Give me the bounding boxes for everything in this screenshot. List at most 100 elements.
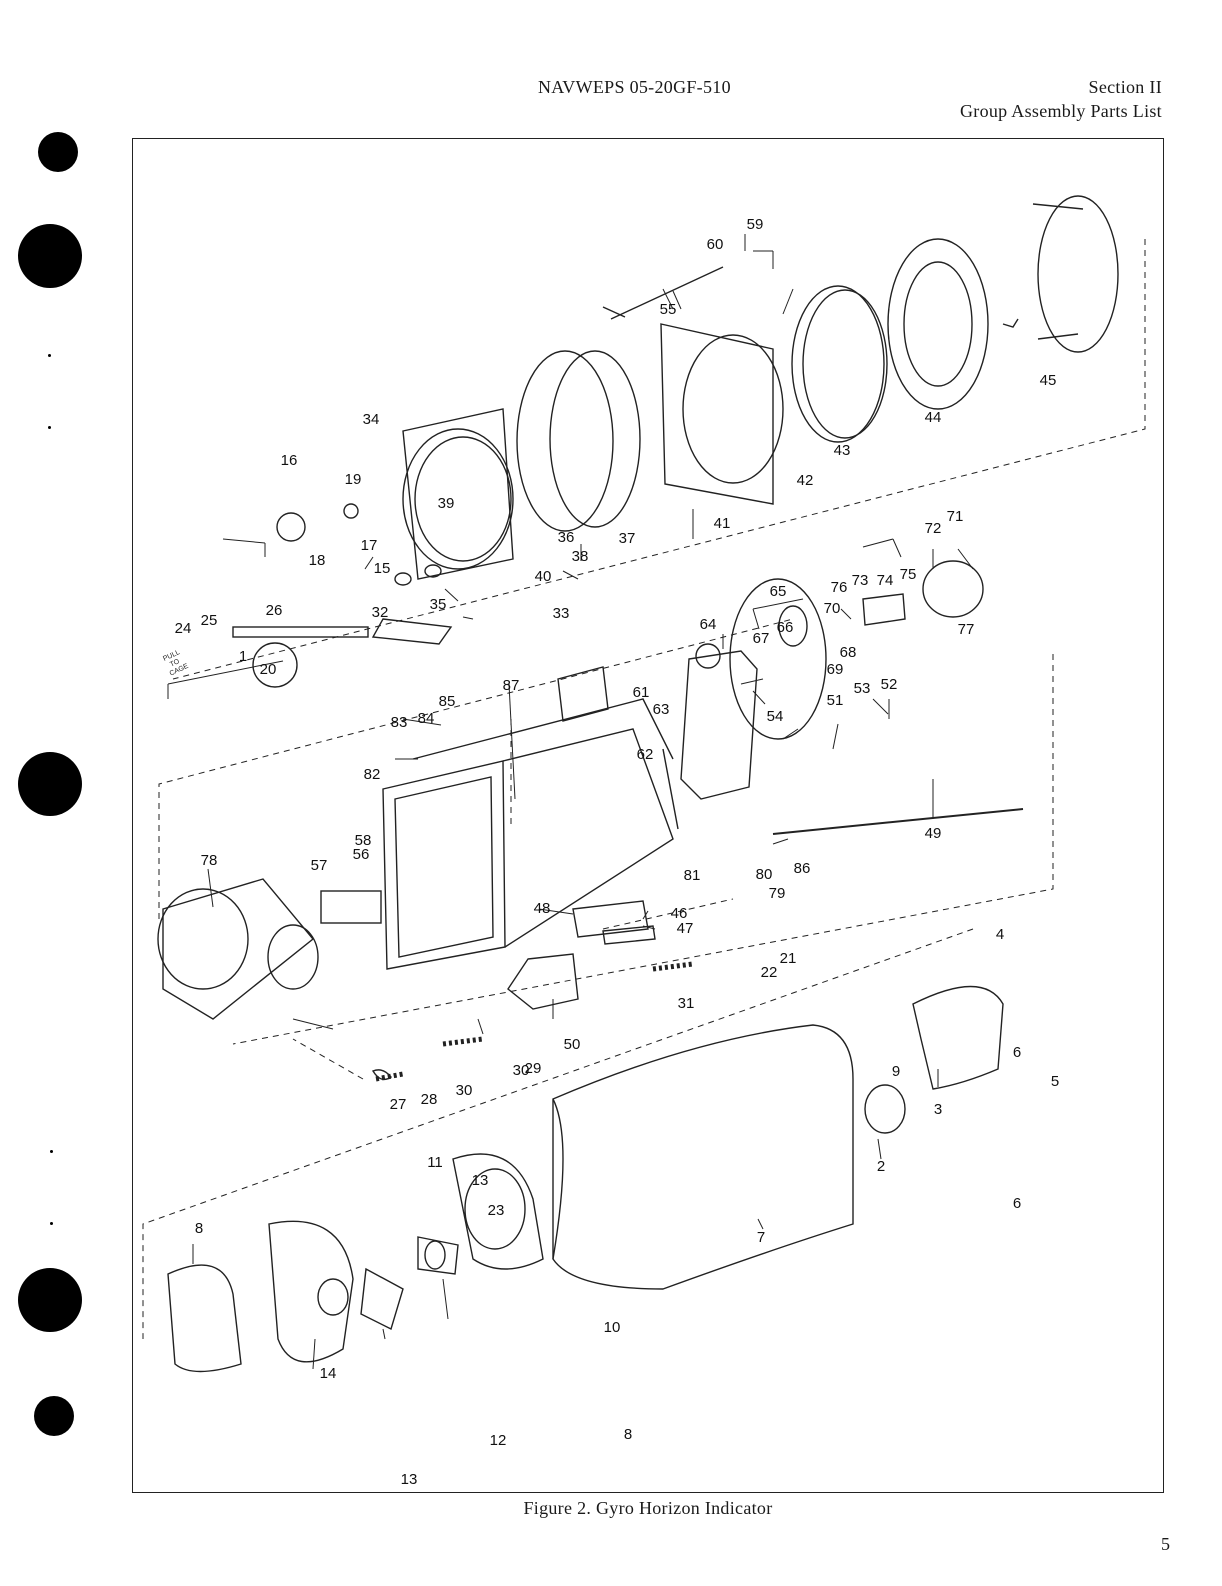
figure-caption: Figure 2. Gyro Horizon Indicator: [523, 1498, 773, 1518]
callout-8: 8: [624, 1426, 632, 1443]
callout-11: 11: [427, 1154, 443, 1171]
callout-67: 67: [753, 630, 770, 647]
callout-43: 43: [834, 442, 851, 459]
callout-78: 78: [201, 852, 218, 869]
callout-34: 34: [363, 411, 380, 428]
callout-76: 76: [831, 579, 848, 596]
section-label: Section II: [1088, 77, 1162, 97]
callout-87: 87: [503, 677, 520, 694]
callout-59: 59: [747, 216, 764, 233]
callout-70: 70: [824, 600, 841, 617]
callout-24: 24: [175, 620, 192, 637]
callout-5: 5: [1051, 1073, 1059, 1090]
callout-22: 22: [761, 964, 778, 981]
callout-19: 19: [345, 471, 362, 488]
callout-39: 39: [438, 495, 455, 512]
callout-42: 42: [797, 472, 814, 489]
callout-71: 71: [947, 508, 964, 525]
callout-13: 13: [401, 1471, 418, 1488]
callout-45: 45: [1040, 372, 1057, 389]
callout-36: 36: [558, 529, 575, 546]
indicator-case: [552, 1024, 906, 1290]
callout-44: 44: [925, 409, 942, 426]
svg-text:PULL TO CAGE: PULL TO CAGE: [162, 648, 190, 677]
callout-30: 30: [456, 1082, 473, 1099]
callout-16: 16: [281, 452, 298, 469]
callout-21: 21: [780, 950, 797, 967]
callout-14: 14: [320, 1365, 337, 1382]
callout-15: 15: [374, 560, 391, 577]
callout-1: 1: [239, 648, 247, 665]
callout-60: 60: [707, 236, 724, 253]
callout-64: 64: [700, 616, 717, 633]
callout-82: 82: [364, 766, 381, 783]
callout-4: 4: [996, 926, 1004, 943]
callout-69: 69: [827, 661, 844, 678]
callout-27: 27: [390, 1096, 407, 1113]
callout-30: 30: [513, 1062, 530, 1079]
gyro-rotor: [157, 878, 382, 1020]
callout-layer: 1234566788910111213131415161718192021222…: [175, 216, 1060, 1488]
cage-knob-face: PULL TO CAGE: [162, 648, 190, 677]
callout-20: 20: [260, 661, 277, 678]
callout-57: 57: [311, 857, 328, 874]
callout-52: 52: [881, 676, 898, 693]
bezel-assembly: [402, 408, 514, 580]
callout-85: 85: [439, 693, 456, 710]
callout-86: 86: [794, 860, 811, 877]
callout-29: 29: [525, 1060, 542, 1077]
callout-81: 81: [684, 867, 701, 884]
page-number: 5: [1161, 1534, 1170, 1554]
callout-53: 53: [854, 680, 871, 697]
callout-74: 74: [877, 572, 894, 589]
callout-8: 8: [195, 1220, 203, 1237]
callout-80: 80: [756, 866, 773, 883]
callout-32: 32: [372, 604, 389, 621]
callout-54: 54: [767, 708, 784, 725]
callout-84: 84: [418, 710, 435, 727]
exploded-view-drawing: PULL TO CAGE 123456678891011121313141516…: [142, 195, 1146, 1488]
callout-17: 17: [361, 537, 378, 554]
callout-13: 13: [472, 1172, 489, 1189]
callout-6: 6: [1013, 1195, 1021, 1212]
callout-38: 38: [572, 548, 589, 565]
callout-6: 6: [1013, 1044, 1021, 1061]
callout-37: 37: [619, 530, 636, 547]
callout-56: 56: [353, 846, 370, 863]
binder-hole: [38, 132, 78, 172]
callout-55: 55: [660, 301, 677, 318]
page-speck: [48, 354, 51, 357]
callout-50: 50: [564, 1036, 581, 1053]
page-speck: [50, 1150, 53, 1153]
callout-35: 35: [430, 596, 447, 613]
stamp-line-2: TO: [169, 658, 181, 669]
page-speck: [48, 426, 51, 429]
callout-58: 58: [355, 832, 372, 849]
callout-68: 68: [840, 644, 857, 661]
callout-83: 83: [391, 714, 408, 731]
callout-73: 73: [852, 572, 869, 589]
page-speck: [50, 1222, 53, 1225]
callout-72: 72: [925, 520, 942, 537]
binder-hole: [18, 1268, 82, 1332]
callout-31: 31: [678, 995, 695, 1012]
callout-33: 33: [553, 605, 570, 622]
callout-10: 10: [604, 1319, 621, 1336]
callout-7: 7: [757, 1229, 765, 1246]
callout-48: 48: [534, 900, 551, 917]
callout-41: 41: [714, 515, 731, 532]
callout-63: 63: [653, 701, 670, 718]
callout-46: 46: [671, 905, 688, 922]
callout-9: 9: [892, 1063, 900, 1080]
callout-49: 49: [925, 825, 942, 842]
callout-40: 40: [535, 568, 552, 585]
callout-2: 2: [877, 1158, 885, 1175]
callout-65: 65: [770, 583, 787, 600]
callout-25: 25: [201, 612, 218, 629]
callout-3: 3: [934, 1101, 942, 1118]
callout-79: 79: [769, 885, 786, 902]
binder-hole: [18, 224, 82, 288]
callout-62: 62: [637, 746, 654, 763]
callout-28: 28: [421, 1091, 438, 1108]
